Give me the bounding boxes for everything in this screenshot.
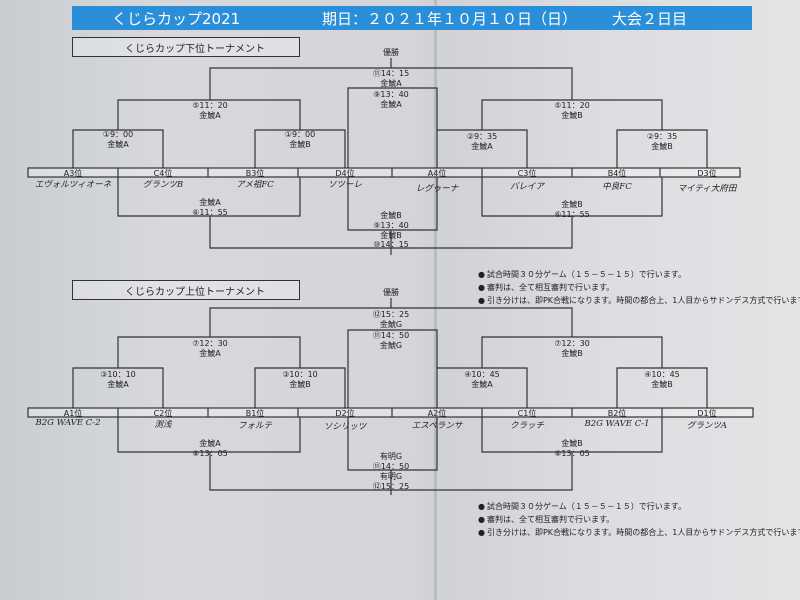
lower-seed: A3位 xyxy=(63,169,83,178)
lower-cons-mid-time2: ⑩14：15 xyxy=(373,240,409,249)
lower-team: ソツーレ xyxy=(327,180,363,190)
event-day: 大会２日目 xyxy=(612,10,688,28)
upper-q4-time: ④10：45 xyxy=(644,370,680,379)
upper-team: クラッチ xyxy=(509,421,545,431)
upper-team: 渕浅 xyxy=(154,420,172,430)
lower-seed: A4位 xyxy=(427,169,447,178)
lower-cons-mid-court2: 金鯱B xyxy=(380,231,402,240)
upper-seed: B2位 xyxy=(607,409,627,418)
upper-team: グランツA xyxy=(686,421,728,431)
header-banner: くじらカップ2021 期日：２０２１年１０月１０日（日） 大会２日目 xyxy=(72,6,752,30)
upper-final-time: ⑫15：25 xyxy=(372,310,410,319)
upper-q2-court: 金鯱B xyxy=(289,380,311,389)
note-item: 引き分けは、即PK合戦になります。時間の都合上、1人目からサドンデス方式で行いま… xyxy=(478,526,800,539)
upper-seed: D2位 xyxy=(335,409,355,418)
upper-seed: A1位 xyxy=(63,409,83,418)
lower-notes: 試合時間３０分ゲーム（１５－５－１５）で行います。 審判は、全て相互審判で行いま… xyxy=(478,268,800,307)
lower-seed: D3位 xyxy=(697,169,717,178)
upper-left-semi-court: 金鯱A xyxy=(199,349,221,358)
upper-q1-time: ③10：10 xyxy=(100,370,136,379)
lower-section-title: くじらカップ下位トーナメント xyxy=(72,37,300,57)
upper-team: B2G WAVE C-1 xyxy=(584,419,650,429)
lower-final-court: 金鯱A xyxy=(380,79,402,88)
lower-semi3-court: 金鯱A xyxy=(380,100,402,109)
lower-final-time: ⑪14：15 xyxy=(372,69,410,78)
upper-right-semi-court: 金鯱B xyxy=(561,349,583,358)
upper-q3-court: 金鯱A xyxy=(471,380,493,389)
lower-right-semi-time: ⑤11：20 xyxy=(554,101,590,110)
lower-cons-left-time: ⑥11：55 xyxy=(192,208,228,217)
lower-q1-time: ①9：00 xyxy=(102,130,134,139)
lower-team: グランツB xyxy=(142,180,184,190)
upper-team: フォルテ xyxy=(237,421,273,431)
lower-q4-time: ②9：35 xyxy=(646,132,678,141)
lower-q1-court: 金鯱A xyxy=(107,140,129,149)
lower-left-semi-time: ⑤11：20 xyxy=(192,101,228,110)
upper-q1-court: 金鯱A xyxy=(107,380,129,389)
lower-seed: B3位 xyxy=(245,169,265,178)
lower-team: バレイア xyxy=(509,182,545,192)
upper-seed: C1位 xyxy=(517,409,537,418)
upper-q2-time: ③10：10 xyxy=(282,370,318,379)
upper-cons-mid-time1: ⑪14：50 xyxy=(372,462,410,471)
lower-cons-left-court: 金鯱A xyxy=(199,198,221,207)
upper-left-semi-time: ⑦12：30 xyxy=(192,339,228,348)
upper-semi3-time: ⑪14：50 xyxy=(372,331,410,340)
lower-team: 中良FC xyxy=(602,182,632,192)
lower-cons-right-time: ⑥11：55 xyxy=(554,210,590,219)
upper-team: エスペランサ xyxy=(411,421,463,431)
lower-cons-mid-time1: ⑨13：40 xyxy=(373,221,409,230)
upper-cons-left-time: ⑧13：05 xyxy=(192,449,228,458)
lower-seed: C3位 xyxy=(517,169,537,178)
event-title: くじらカップ2021 xyxy=(112,10,241,28)
lower-q3-time: ②9：35 xyxy=(466,132,498,141)
upper-cons-mid-court2: 有明G xyxy=(379,472,403,481)
upper-team: B2G WAVE C-2 xyxy=(35,418,101,428)
lower-team: レグゥーナ xyxy=(415,184,459,194)
lower-left-semi-court: 金鯱A xyxy=(199,111,221,120)
note-item: 試合時間３０分ゲーム（１５－５－１５）で行います。 xyxy=(478,268,800,281)
lower-q4-court: 金鯱B xyxy=(651,142,673,151)
note-item: 審判は、全て相互審判で行います。 xyxy=(478,281,800,294)
upper-cons-mid-court1: 有明G xyxy=(379,452,403,461)
event-date: 期日：２０２１年１０月１０日（日） xyxy=(322,10,578,28)
lower-team: マイティ大府田 xyxy=(677,184,737,194)
upper-final-court: 金鯱G xyxy=(379,320,403,329)
lower-seed: B4位 xyxy=(607,169,627,178)
lower-cons-mid-court1: 金鯱B xyxy=(380,211,402,220)
lower-team: エヴォルツィオーネ xyxy=(34,180,112,190)
lower-q2-court: 金鯱B xyxy=(289,140,311,149)
lower-q3-court: 金鯱A xyxy=(471,142,493,151)
lower-q2-time: ①9：00 xyxy=(284,130,316,139)
upper-team: ソシリッツ xyxy=(323,422,367,432)
upper-seed: A2位 xyxy=(427,409,447,418)
lower-right-semi-court: 金鯱B xyxy=(561,111,583,120)
upper-seed: C2位 xyxy=(153,409,173,418)
note-item: 審判は、全て相互審判で行います。 xyxy=(478,513,800,526)
lower-seed: D4位 xyxy=(335,169,355,178)
lower-semi3-time: ⑨13：40 xyxy=(373,90,409,99)
upper-q3-time: ④10：45 xyxy=(464,370,500,379)
upper-cons-right-time: ⑧13：05 xyxy=(554,449,590,458)
note-item: 引き分けは、即PK合戦になります。時間の都合上、1人目からサドンデス方式で行いま… xyxy=(478,294,800,307)
upper-cons-mid-time2: ⑫15：25 xyxy=(372,482,410,491)
lower-team: アメ祖FC xyxy=(236,180,274,190)
upper-seed: B1位 xyxy=(245,409,265,418)
lower-cons-right-court: 金鯱B xyxy=(561,200,583,209)
page-fold xyxy=(434,0,437,600)
note-item: 試合時間３０分ゲーム（１５－５－１５）で行います。 xyxy=(478,500,800,513)
upper-seed: D1位 xyxy=(697,409,717,418)
upper-winner: 優勝 xyxy=(383,288,399,297)
upper-semi3-court: 金鯱G xyxy=(379,341,403,350)
lower-seed: C4位 xyxy=(153,169,173,178)
upper-right-semi-time: ⑦12：30 xyxy=(554,339,590,348)
upper-q4-court: 金鯱B xyxy=(651,380,673,389)
upper-notes: 試合時間３０分ゲーム（１５－５－１５）で行います。 審判は、全て相互審判で行いま… xyxy=(478,500,800,539)
lower-winner: 優勝 xyxy=(383,48,399,57)
upper-cons-right-court: 金鯱B xyxy=(561,439,583,448)
upper-section-title: くじらカップ上位トーナメント xyxy=(72,280,300,300)
upper-cons-left-court: 金鯱A xyxy=(199,439,221,448)
